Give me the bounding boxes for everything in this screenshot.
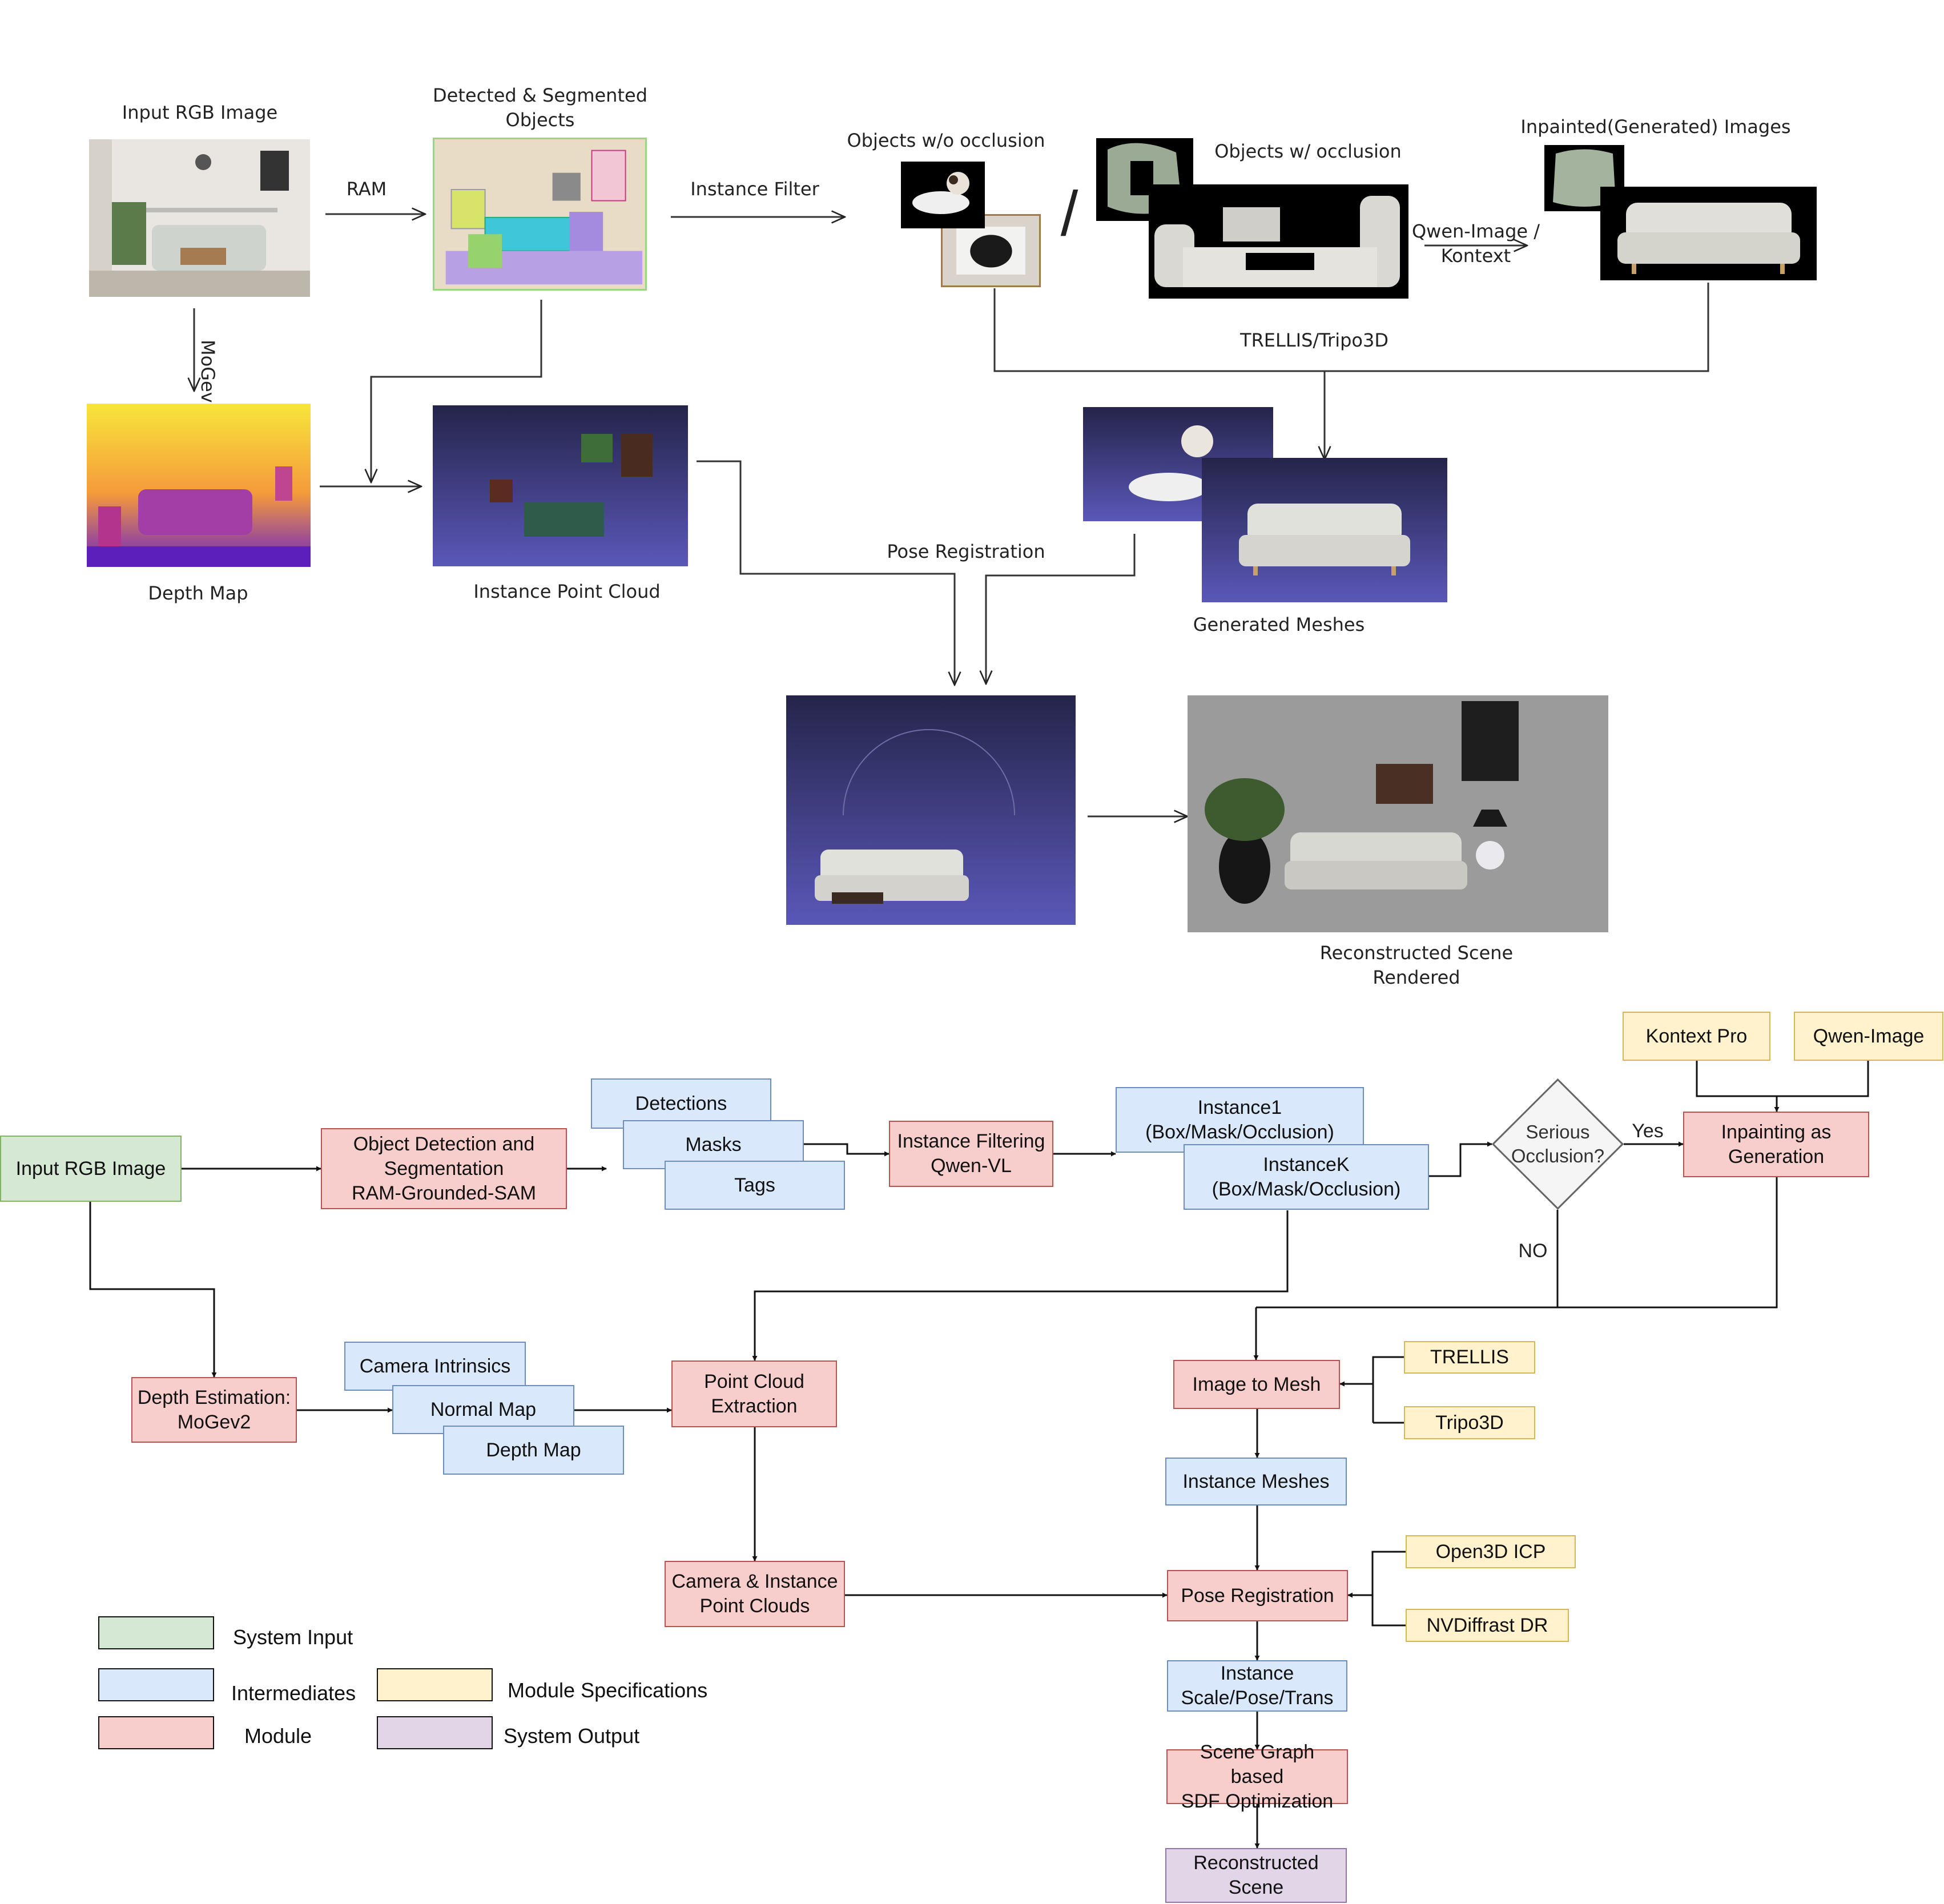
node-instance1: Instance1 (Box/Mask/Occlusion) [1116, 1087, 1364, 1153]
line-trellis-branch [993, 283, 1709, 372]
segmented-objects-image [433, 138, 647, 291]
sofa-inpainted-image [1600, 187, 1817, 280]
inpainted-caption: Inpainted(Generated) Images [1520, 116, 1791, 138]
node-instance-filtering: Instance Filtering Qwen-VL [889, 1121, 1053, 1187]
depth-map-image [87, 404, 311, 567]
yes-label: Yes [1632, 1120, 1664, 1142]
line-inpaint-down [1557, 1177, 1778, 1309]
input-rgb-image [89, 139, 310, 297]
instance-point-cloud-caption: Instance Point Cloud [473, 581, 661, 602]
node-instancek: InstanceK (Box/Mask/Occlusion) [1184, 1144, 1429, 1210]
qwen-kontext-label: Qwen-Image / Kontext [1411, 220, 1540, 267]
legend-system-input: System Input [233, 1625, 353, 1649]
objects-wo-caption: Objects w/o occlusion [847, 130, 1045, 151]
line-qwen [1777, 1061, 1869, 1097]
detected-caption: Detected & Segmented Objects [433, 84, 647, 131]
instance-point-cloud-image [433, 405, 688, 566]
node-reconstructed-scene: Reconstructed Scene [1165, 1848, 1347, 1903]
legend-swatch-module [98, 1716, 214, 1749]
node-kontext-pro: Kontext Pro [1623, 1012, 1770, 1061]
pillow-occluded-image [1096, 138, 1193, 221]
node-image-to-mesh: Image to Mesh [1173, 1360, 1340, 1409]
arrow-pose-reg-left [697, 460, 955, 685]
reconstructed-caption: Reconstructed Scene Rendered [1319, 942, 1514, 988]
line-open3d [1371, 1551, 1406, 1627]
trellis-tripo-caption: TRELLIS/Tripo3D [1240, 329, 1388, 351]
no-label: NO [1518, 1240, 1548, 1262]
sofa-occluded-image [1149, 184, 1408, 299]
legend-swatch-system-output [377, 1716, 493, 1749]
arrow-pose-reg-right [986, 534, 1136, 684]
legend-swatch-system-input [98, 1616, 214, 1649]
node-open3d-icp: Open3D ICP [1406, 1535, 1576, 1568]
sofa-mesh-image [1202, 458, 1447, 602]
line-trellis [1372, 1356, 1404, 1423]
node-instance-scale: Instance Scale/Pose/Trans [1167, 1660, 1347, 1712]
node-camera-intrinsics: Camera Intrinsics [344, 1342, 526, 1391]
node-tags: Tags [665, 1161, 845, 1210]
legend-system-output: System Output [504, 1724, 640, 1748]
node-tripo3d: Tripo3D [1404, 1406, 1535, 1439]
rendered-scene-image [1188, 695, 1608, 932]
line-no [1256, 1210, 1559, 1309]
node-input-rgb: Input RGB Image [0, 1136, 182, 1202]
instance-filter-label: Instance Filter [690, 178, 819, 200]
painting-object-image [941, 214, 1041, 287]
node-instance-meshes: Instance Meshes [1165, 1458, 1347, 1506]
objects-w-caption: Objects w/ occlusion [1214, 140, 1402, 162]
input-rgb-caption: Input RGB Image [122, 102, 278, 123]
node-qwen-image: Qwen-Image [1794, 1012, 1943, 1061]
legend-module: Module [244, 1724, 312, 1748]
arrow-instk-to-occ [1429, 1141, 1492, 1177]
line-kontext [1696, 1061, 1777, 1097]
node-inpainting: Inpainting as Generation [1683, 1112, 1869, 1177]
legend-intermediates: Intermediates [231, 1681, 356, 1705]
node-nvdiffrast: NVDiffrast DR [1406, 1609, 1569, 1642]
node-object-detection: Object Detection and Segmentation RAM-Gr… [321, 1128, 567, 1209]
generated-meshes-caption: Generated Meshes [1193, 614, 1365, 635]
slash-separator: / [1060, 179, 1078, 249]
legend-swatch-intermediates [98, 1668, 214, 1701]
legend-swatch-module-specifications [377, 1668, 493, 1701]
node-pose-registration: Pose Registration [1167, 1570, 1348, 1621]
decision-diamond-shape [1492, 1078, 1624, 1210]
dog-object-image [901, 162, 985, 228]
pose-registration-caption: Pose Registration [887, 541, 1045, 562]
arrow-masks-to-filter [804, 1143, 890, 1157]
ram-label: RAM [346, 178, 387, 200]
node-depth-map: Depth Map [443, 1426, 624, 1475]
arrow-input-to-depth [89, 1202, 217, 1378]
registered-scene-image [786, 695, 1076, 925]
depth-map-caption: Depth Map [148, 582, 248, 604]
arrow-instk-to-pce [752, 1210, 1289, 1361]
legend-module-specifications: Module Specifications [508, 1678, 708, 1702]
node-camera-instance-pc: Camera & Instance Point Clouds [665, 1561, 845, 1627]
node-scene-graph-sdf: Scene Graph based SDF Optimization [1166, 1741, 1348, 1812]
decision-serious-occlusion: Serious Occlusion? [1511, 1121, 1605, 1166]
node-trellis: TRELLIS [1404, 1341, 1535, 1374]
node-depth-estimation: Depth Estimation: MoGev2 [131, 1377, 297, 1443]
node-point-cloud-extraction: Point Cloud Extraction [671, 1360, 837, 1427]
arrow-seg-to-pc [371, 300, 542, 482]
